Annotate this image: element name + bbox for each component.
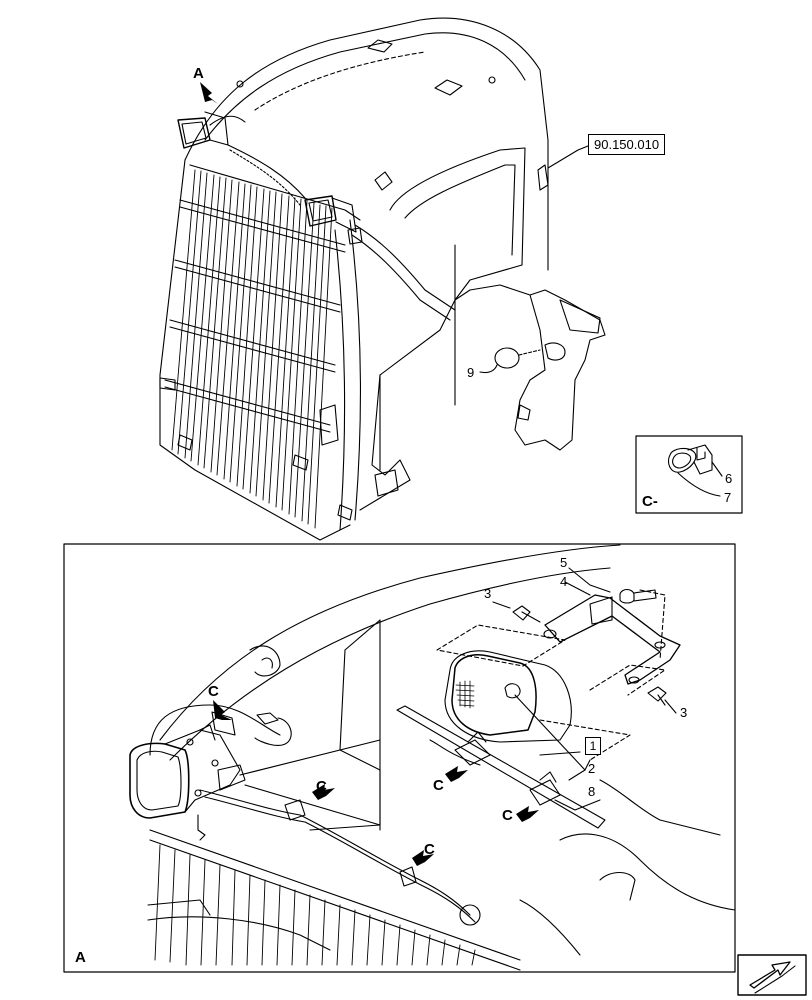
arrow-icon bbox=[200, 82, 218, 104]
callout-4: 4 bbox=[560, 574, 568, 589]
callout-9: 9 bbox=[467, 365, 475, 380]
arrow-icon bbox=[213, 700, 232, 720]
arrow-icon bbox=[516, 806, 539, 822]
arrow-icon bbox=[445, 766, 468, 782]
view-label-c-1: C bbox=[208, 683, 219, 700]
view-label-a: A bbox=[193, 65, 204, 82]
cab-overview bbox=[159, 17, 606, 541]
detail-a bbox=[129, 544, 736, 971]
inset-c-detail bbox=[667, 444, 723, 497]
arrow-icon bbox=[312, 784, 335, 800]
callout-8: 8 bbox=[588, 784, 596, 799]
callout-3-left: 3 bbox=[484, 586, 492, 601]
work-lamp-right-icon bbox=[304, 195, 337, 227]
callout-6: 6 bbox=[725, 471, 733, 486]
view-label-c-3: C bbox=[424, 841, 435, 858]
callout-7: 7 bbox=[724, 490, 732, 505]
view-label-c-2: C bbox=[316, 778, 327, 795]
detail-a-frame bbox=[63, 543, 736, 973]
view-label-c-5: C bbox=[502, 807, 513, 824]
detail-label-a: A bbox=[75, 949, 86, 966]
callout-3-right: 3 bbox=[680, 705, 688, 720]
reference-label[interactable]: 90.150.010 bbox=[588, 134, 666, 155]
inset-label-c: C- bbox=[642, 493, 658, 510]
callout-5: 5 bbox=[560, 555, 568, 570]
view-label-c-4: C bbox=[433, 777, 444, 794]
callout-1-box: 1 bbox=[585, 737, 601, 755]
callout-2: 2 bbox=[588, 761, 596, 776]
direction-arrow-icon bbox=[737, 954, 807, 996]
arrow-icon bbox=[412, 850, 434, 866]
inset-c-frame bbox=[635, 435, 743, 514]
